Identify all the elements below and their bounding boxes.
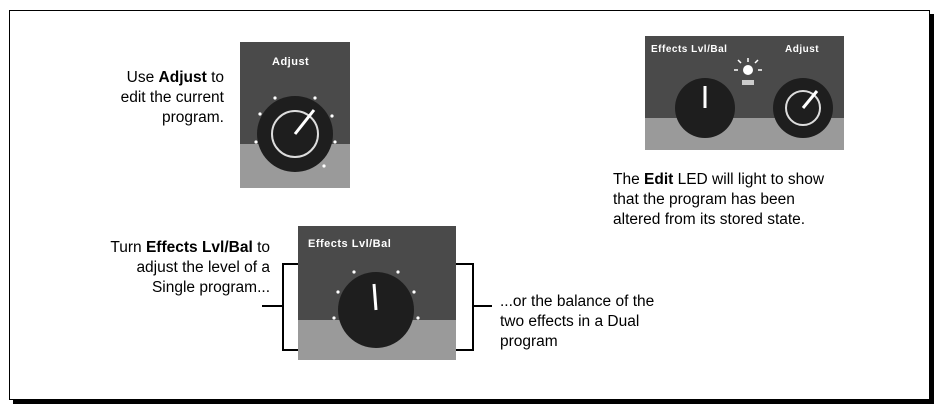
adjust-knob-panel: Adjust [240, 42, 350, 188]
edit-led-icon [734, 58, 762, 85]
edit-right-knob-label: Adjust [785, 44, 820, 55]
edit-caption: The Edit LED will light to show that the… [613, 171, 825, 228]
effects-knob-small[interactable] [675, 78, 735, 138]
edit-led-panel: Effects Lvl/Bal Adjust [645, 36, 844, 150]
left-bracket-stem [262, 305, 282, 307]
effects-caption: Turn Effects Lvl/Bal to adjust the level… [110, 239, 270, 296]
adjust-knob-small[interactable] [773, 78, 833, 138]
effects-knob[interactable] [298, 226, 456, 360]
left-bracket [282, 263, 300, 351]
adjust-knob[interactable] [240, 42, 350, 188]
right-bracket [456, 263, 474, 351]
dual-caption: ...or the balance of the two effects in … [500, 293, 655, 350]
effects-knob-label: Effects Lvl/Bal [308, 238, 392, 250]
edit-left-knob-label: Effects Lvl/Bal [651, 44, 728, 55]
adjust-knob-label: Adjust [272, 56, 310, 68]
right-bracket-stem [474, 305, 492, 307]
effects-knob-panel: Effects Lvl/Bal [298, 226, 456, 360]
adjust-caption: Use Adjust to edit the current program. [120, 69, 224, 126]
